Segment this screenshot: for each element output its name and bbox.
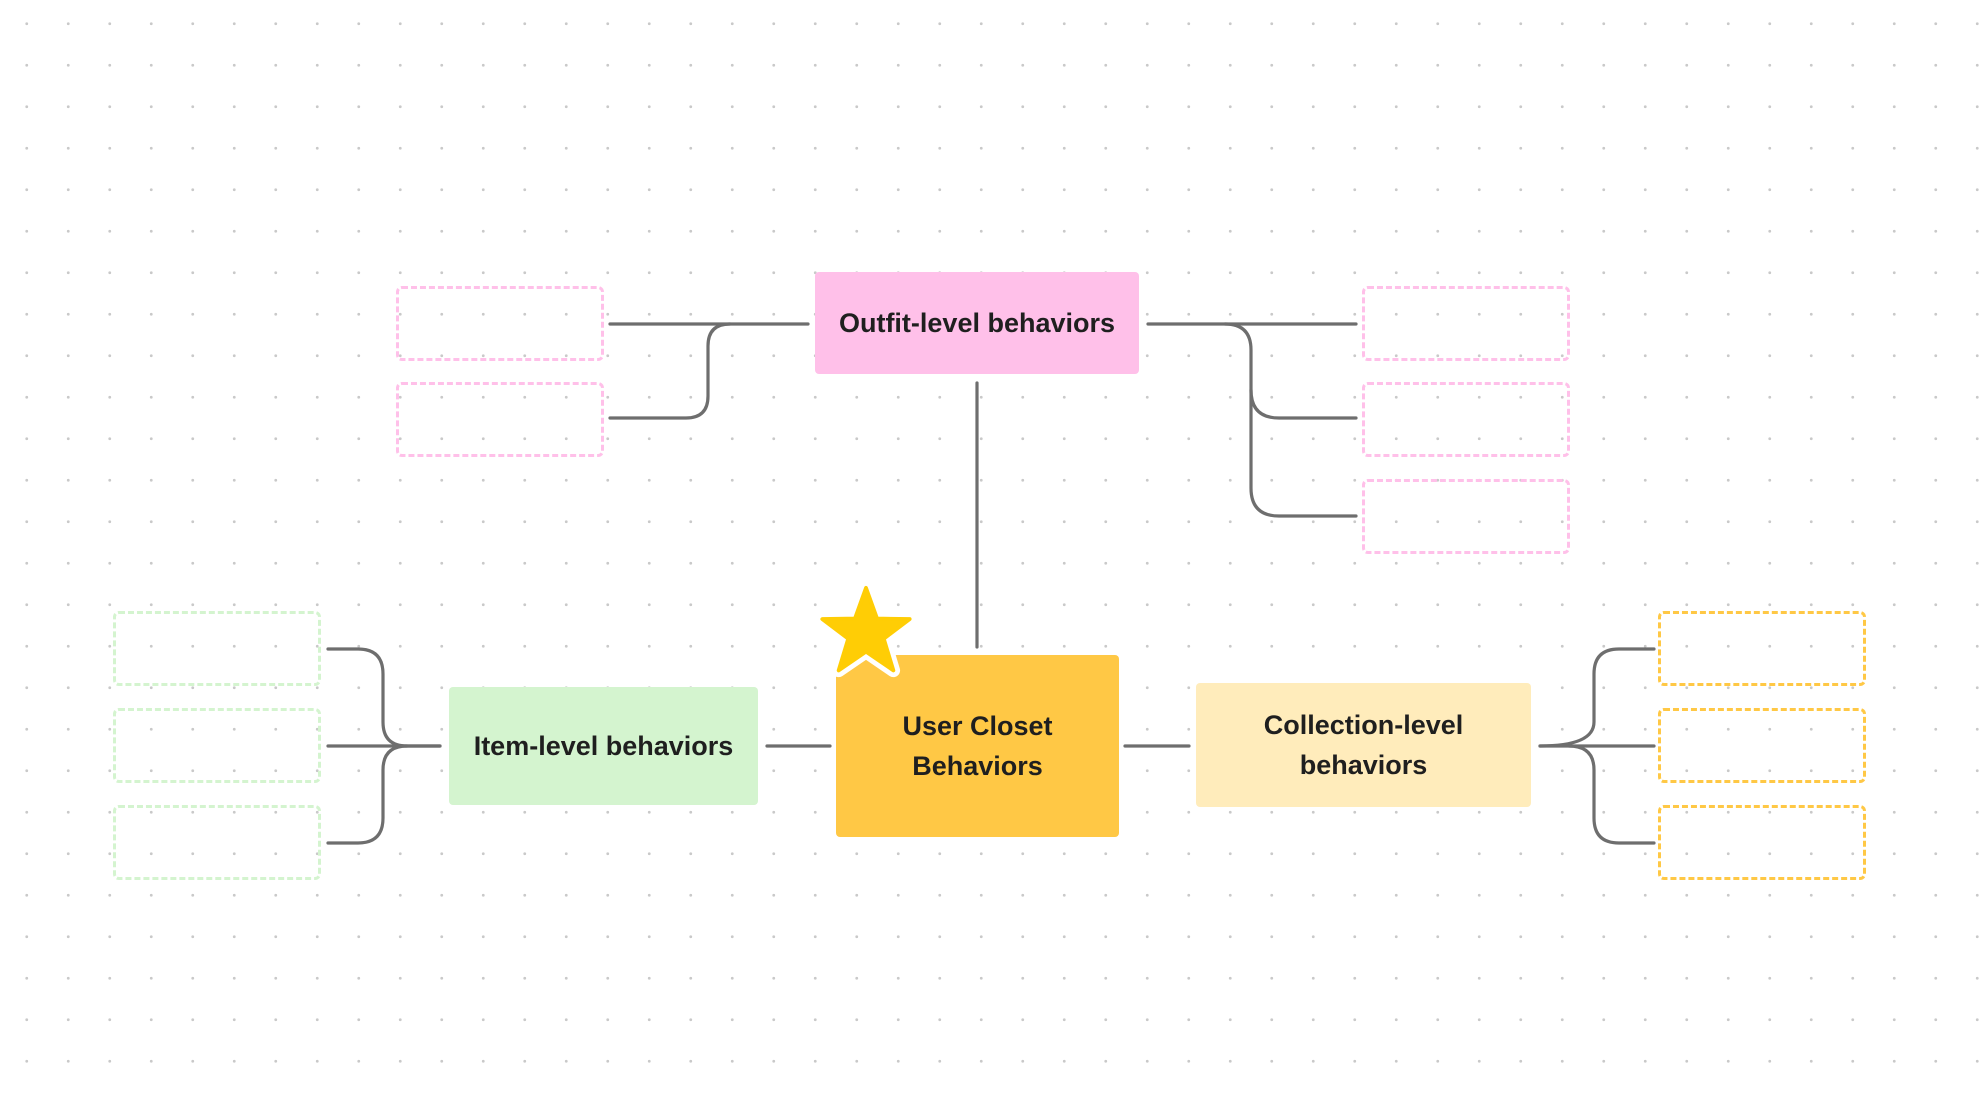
central-topic-label-line1: User Closet [902, 711, 1053, 741]
item-level-node[interactable]: Item-level behaviors [449, 687, 758, 805]
collection-level-label-line2: behaviors [1299, 750, 1428, 780]
connector-item-to-1 [326, 647, 442, 748]
outfit-subtopic-placeholder[interactable] [1362, 382, 1570, 457]
collection-level-node[interactable]: Collection-level behaviors [1196, 683, 1531, 807]
collection-subtopic-placeholder[interactable] [1658, 805, 1866, 880]
item-level-label: Item-level behaviors [473, 731, 734, 761]
outfit-level-node[interactable]: Outfit-level behaviors [815, 272, 1139, 374]
outfit-level-label: Outfit-level behaviors [838, 308, 1116, 338]
connector-item-to-3 [326, 744, 409, 845]
collection-subtopic-placeholder[interactable] [1658, 708, 1866, 783]
item-subtopic-placeholder[interactable] [113, 708, 321, 783]
connector-outfit-to-right-3 [1249, 388, 1358, 518]
outfit-subtopic-placeholder[interactable] [1362, 286, 1570, 361]
item-subtopic-placeholder[interactable] [113, 611, 321, 686]
star-icon [818, 584, 914, 678]
item-subtopic-placeholder[interactable] [113, 805, 321, 880]
connector-collection-to-3 [1567, 744, 1656, 845]
outfit-subtopic-placeholder[interactable] [396, 382, 604, 457]
outfit-subtopic-placeholder[interactable] [396, 286, 604, 361]
connector-outfit-to-left-2 [608, 322, 732, 420]
central-topic-node[interactable]: User Closet Behaviors [836, 655, 1119, 837]
outfit-subtopic-placeholder[interactable] [1362, 479, 1570, 554]
connector-outfit-to-right-2 [1223, 322, 1358, 420]
collection-level-label-line1: Collection-level [1263, 710, 1464, 740]
collection-subtopic-placeholder[interactable] [1658, 611, 1866, 686]
central-topic-label-line2: Behaviors [912, 751, 1043, 781]
connector-collection-to-1 [1538, 647, 1656, 748]
